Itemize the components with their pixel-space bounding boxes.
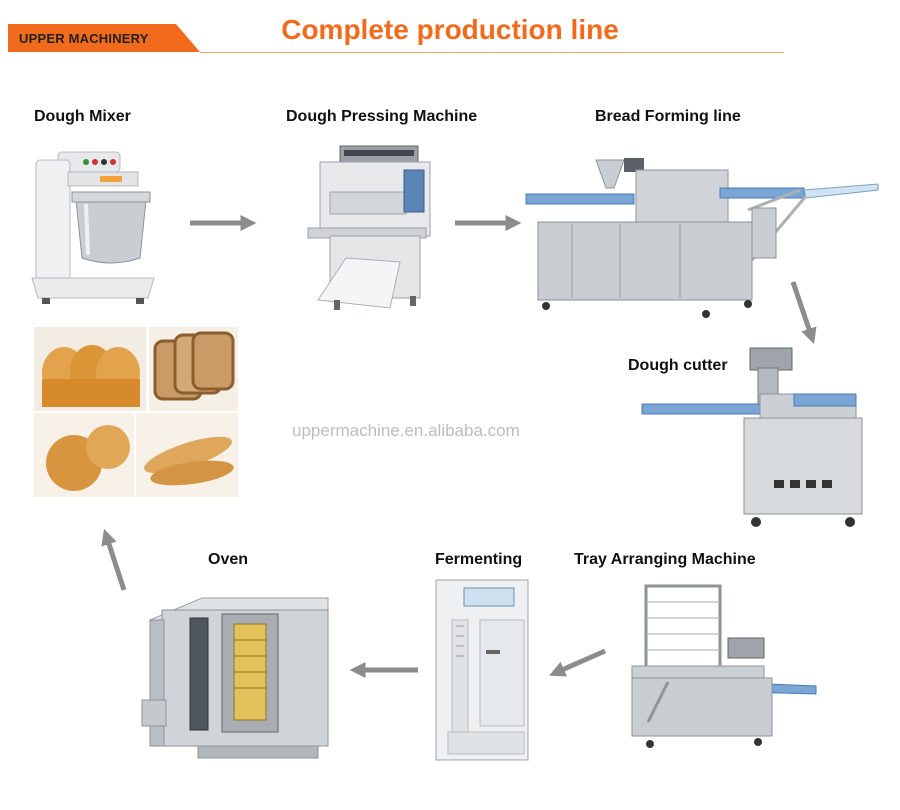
label-oven: Oven: [208, 551, 249, 568]
label-fermenting: Fermenting: [435, 551, 523, 568]
tray-arranging-image: [631, 584, 817, 748]
page-title: Complete production line: [281, 14, 619, 45]
brand-badge: UPPER MACHINERY: [8, 24, 200, 52]
brand-badge-shape: [8, 24, 200, 52]
label-dough-cutter: Dough cutter: [628, 357, 728, 374]
oven-image: [141, 597, 329, 759]
label-dough-mixer: Dough Mixer: [34, 108, 131, 125]
dough-pressing-image: [307, 145, 431, 310]
fermenting-image: [435, 579, 529, 761]
header-divider: [200, 52, 784, 53]
round-buns-photo: [34, 413, 134, 497]
dough-mixer-image: [31, 151, 155, 304]
bread-forming-image: [525, 158, 879, 318]
label-dough-pressing: Dough Pressing Machine: [286, 108, 478, 125]
label-bread-forming: Bread Forming line: [595, 108, 741, 125]
arrow-icon: [790, 281, 817, 345]
brand-name: UPPER MACHINERY: [19, 31, 149, 46]
arrow-icon: [549, 648, 607, 677]
arrow-icon: [101, 528, 127, 591]
dough-cutter-image: [641, 347, 863, 527]
toast-slices-photo: [149, 327, 238, 411]
watermark: uppermachine.en.alibaba.com: [292, 421, 520, 440]
baguette-photo: [136, 413, 238, 497]
bread-loaf-photo: [34, 327, 146, 411]
label-tray-arranging: Tray Arranging Machine: [574, 551, 756, 568]
